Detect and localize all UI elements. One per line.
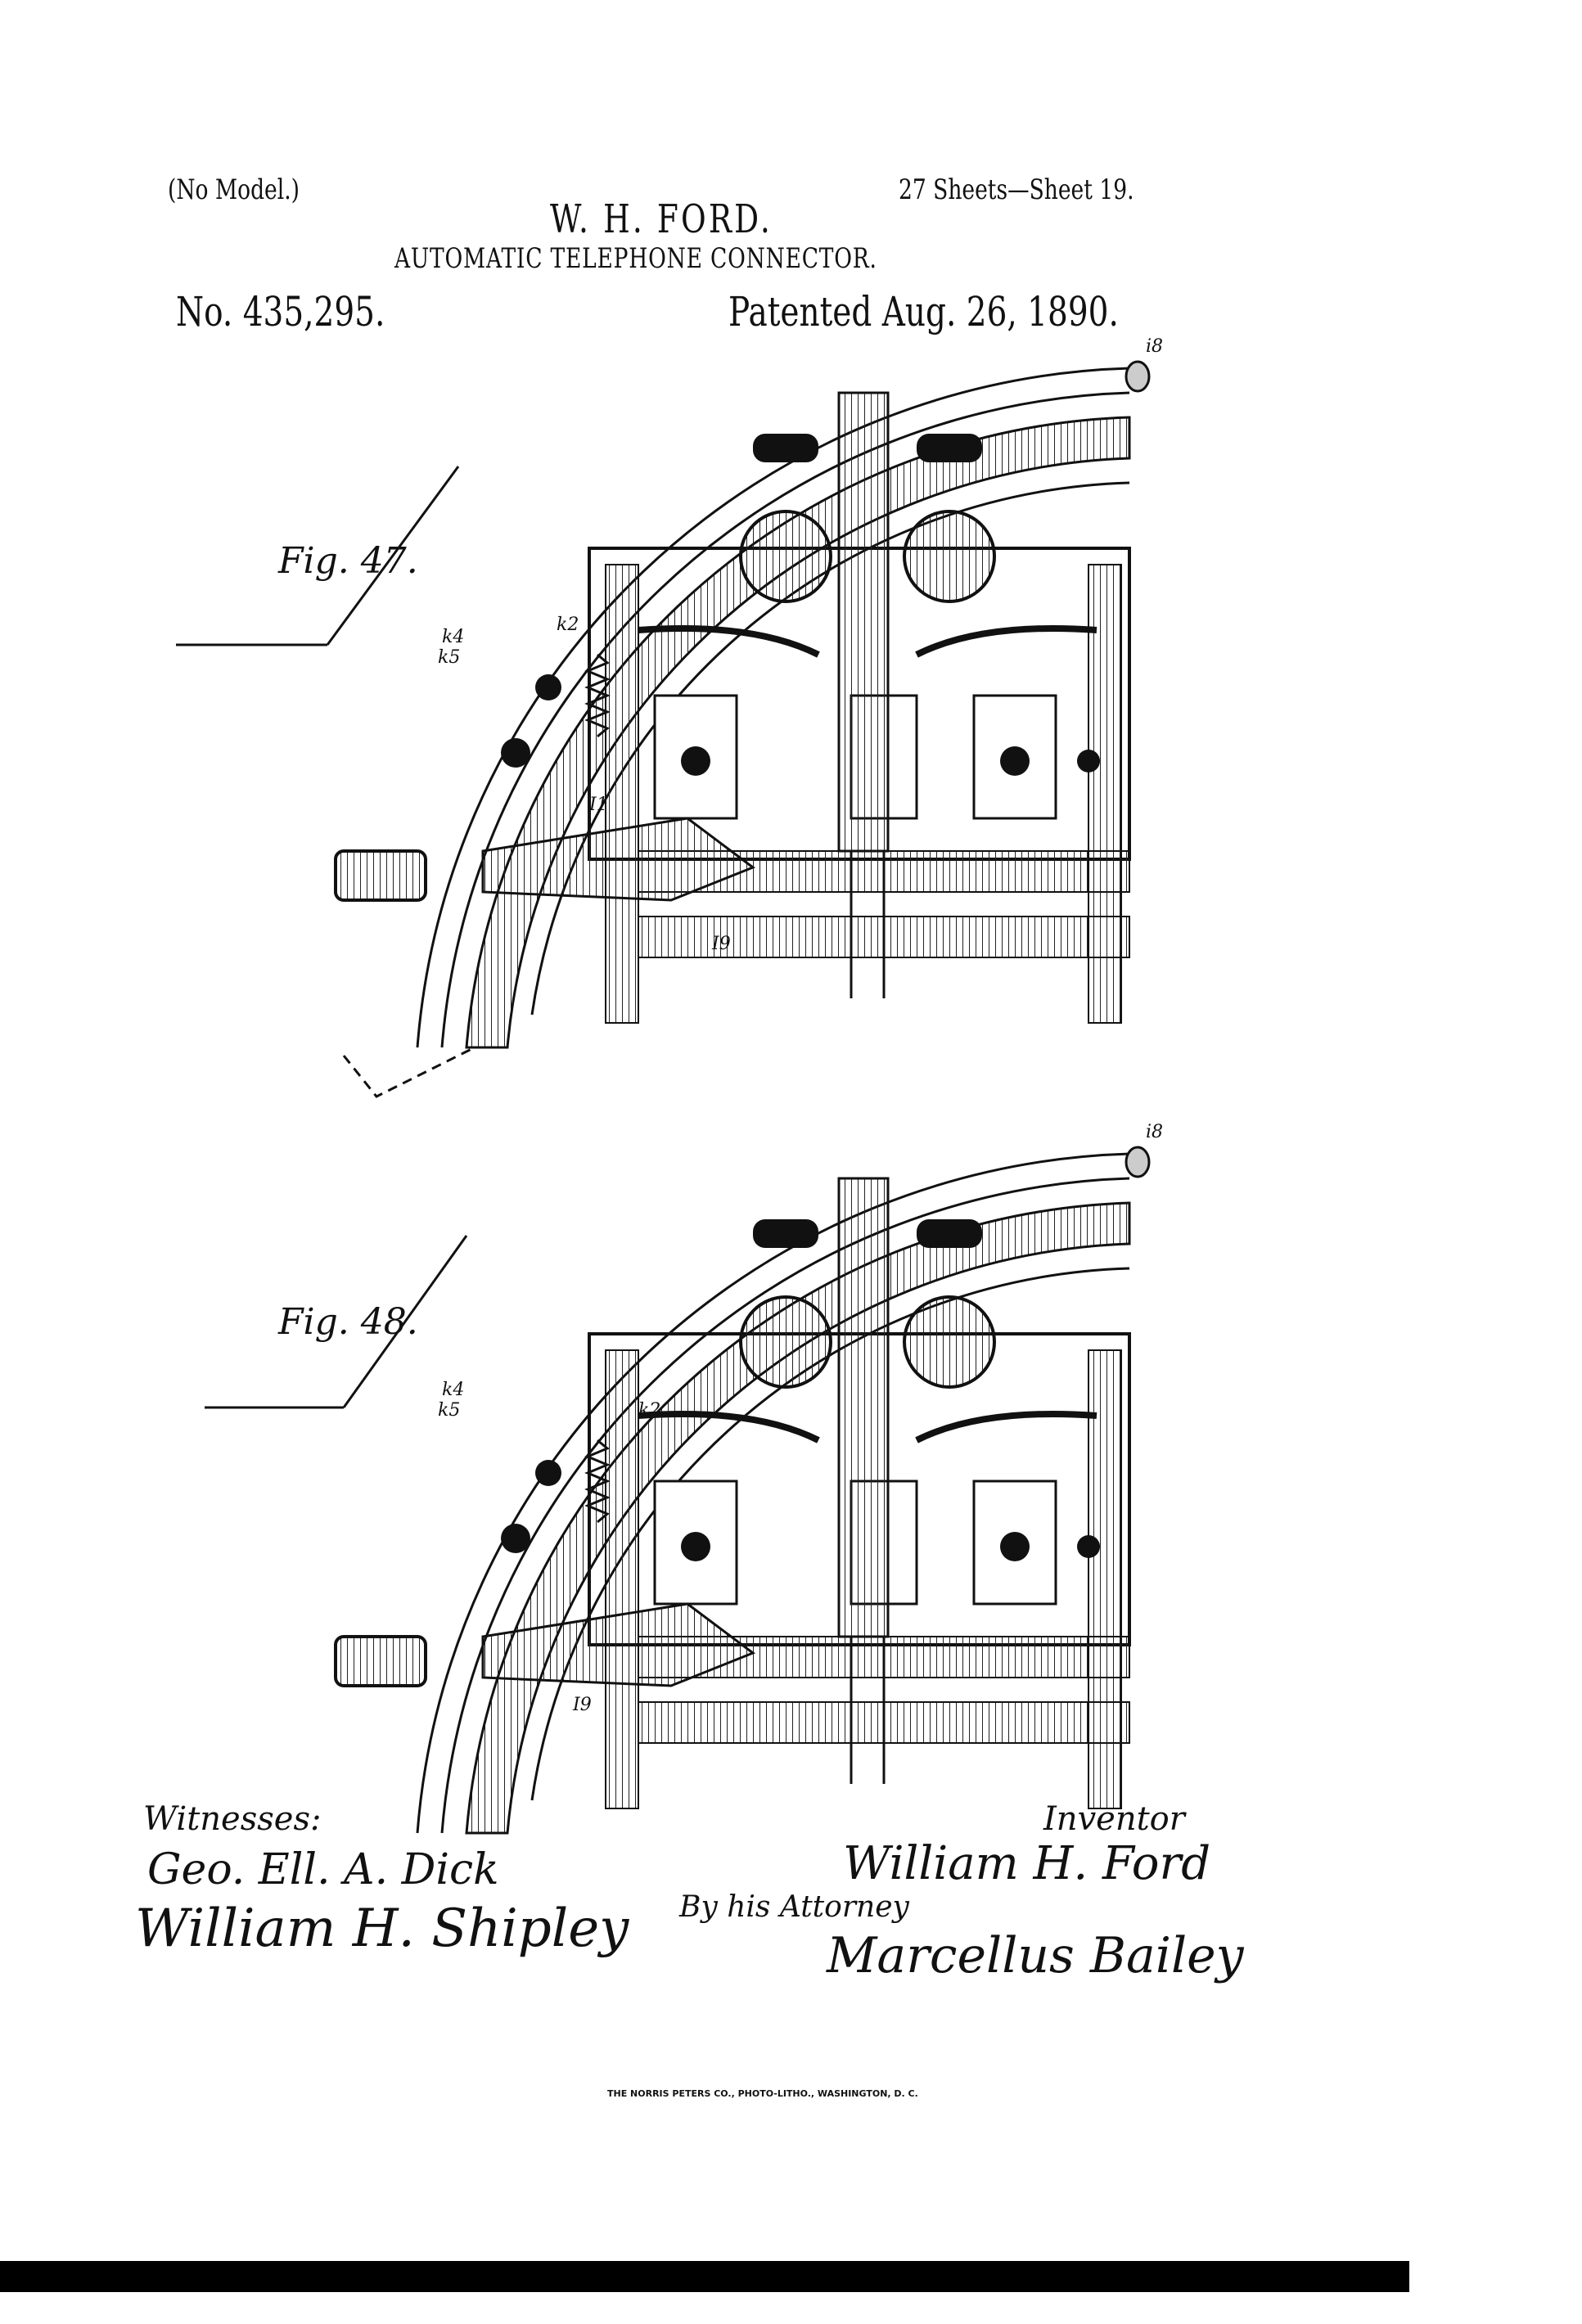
svg-text:I1: I1 [588,795,608,815]
figure-48-label: Fig. 48. [277,1301,418,1343]
inventor-signature: William H. Ford [843,1837,1211,1890]
patent-title: AUTOMATIC TELEPHONE CONNECTOR. [394,242,877,275]
printer-credit: THE NORRIS PETERS CO., PHOTO-LITHO., WAS… [607,2088,918,2099]
svg-text:k5: k5 [438,1400,460,1421]
patent-number: No. 435,295. [176,288,385,336]
scan-border-bar [0,2261,1409,2292]
svg-text:k4: k4 [442,627,464,647]
attorney-label: By his Attorney [679,1890,909,1924]
svg-text:i8: i8 [1146,1122,1163,1142]
figure-47: i8 k4 k5 k2 I1 I9 [336,336,1163,1098]
figure-47-label: Fig. 47. [277,540,418,582]
witness-signature-1: Geo. Ell. A. Dick [147,1845,499,1894]
patent-date: Patented Aug. 26, 1890. [728,288,1119,336]
inventor-heading: W. H. FORD. [550,196,773,242]
svg-text:k5: k5 [438,647,460,668]
witness-signature-2: William H. Shipley [135,1898,629,1959]
svg-text:i8: i8 [1146,336,1163,357]
inventor-label: Inventor [1043,1800,1185,1838]
svg-text:k2: k2 [557,615,579,635]
svg-text:k4: k4 [442,1380,464,1400]
witnesses-label: Witnesses: [143,1800,322,1838]
svg-text:I9: I9 [711,934,731,954]
svg-text:k2: k2 [638,1400,660,1421]
no-model-note: (No Model.) [168,173,300,206]
figure-48: i8 k4 k5 k2 I9 [336,1122,1163,1833]
sheet-count: 27 Sheets—Sheet 19. [899,173,1134,206]
attorney-signature: Marcellus Bailey [827,1927,1244,1984]
svg-text:I9: I9 [572,1695,592,1715]
